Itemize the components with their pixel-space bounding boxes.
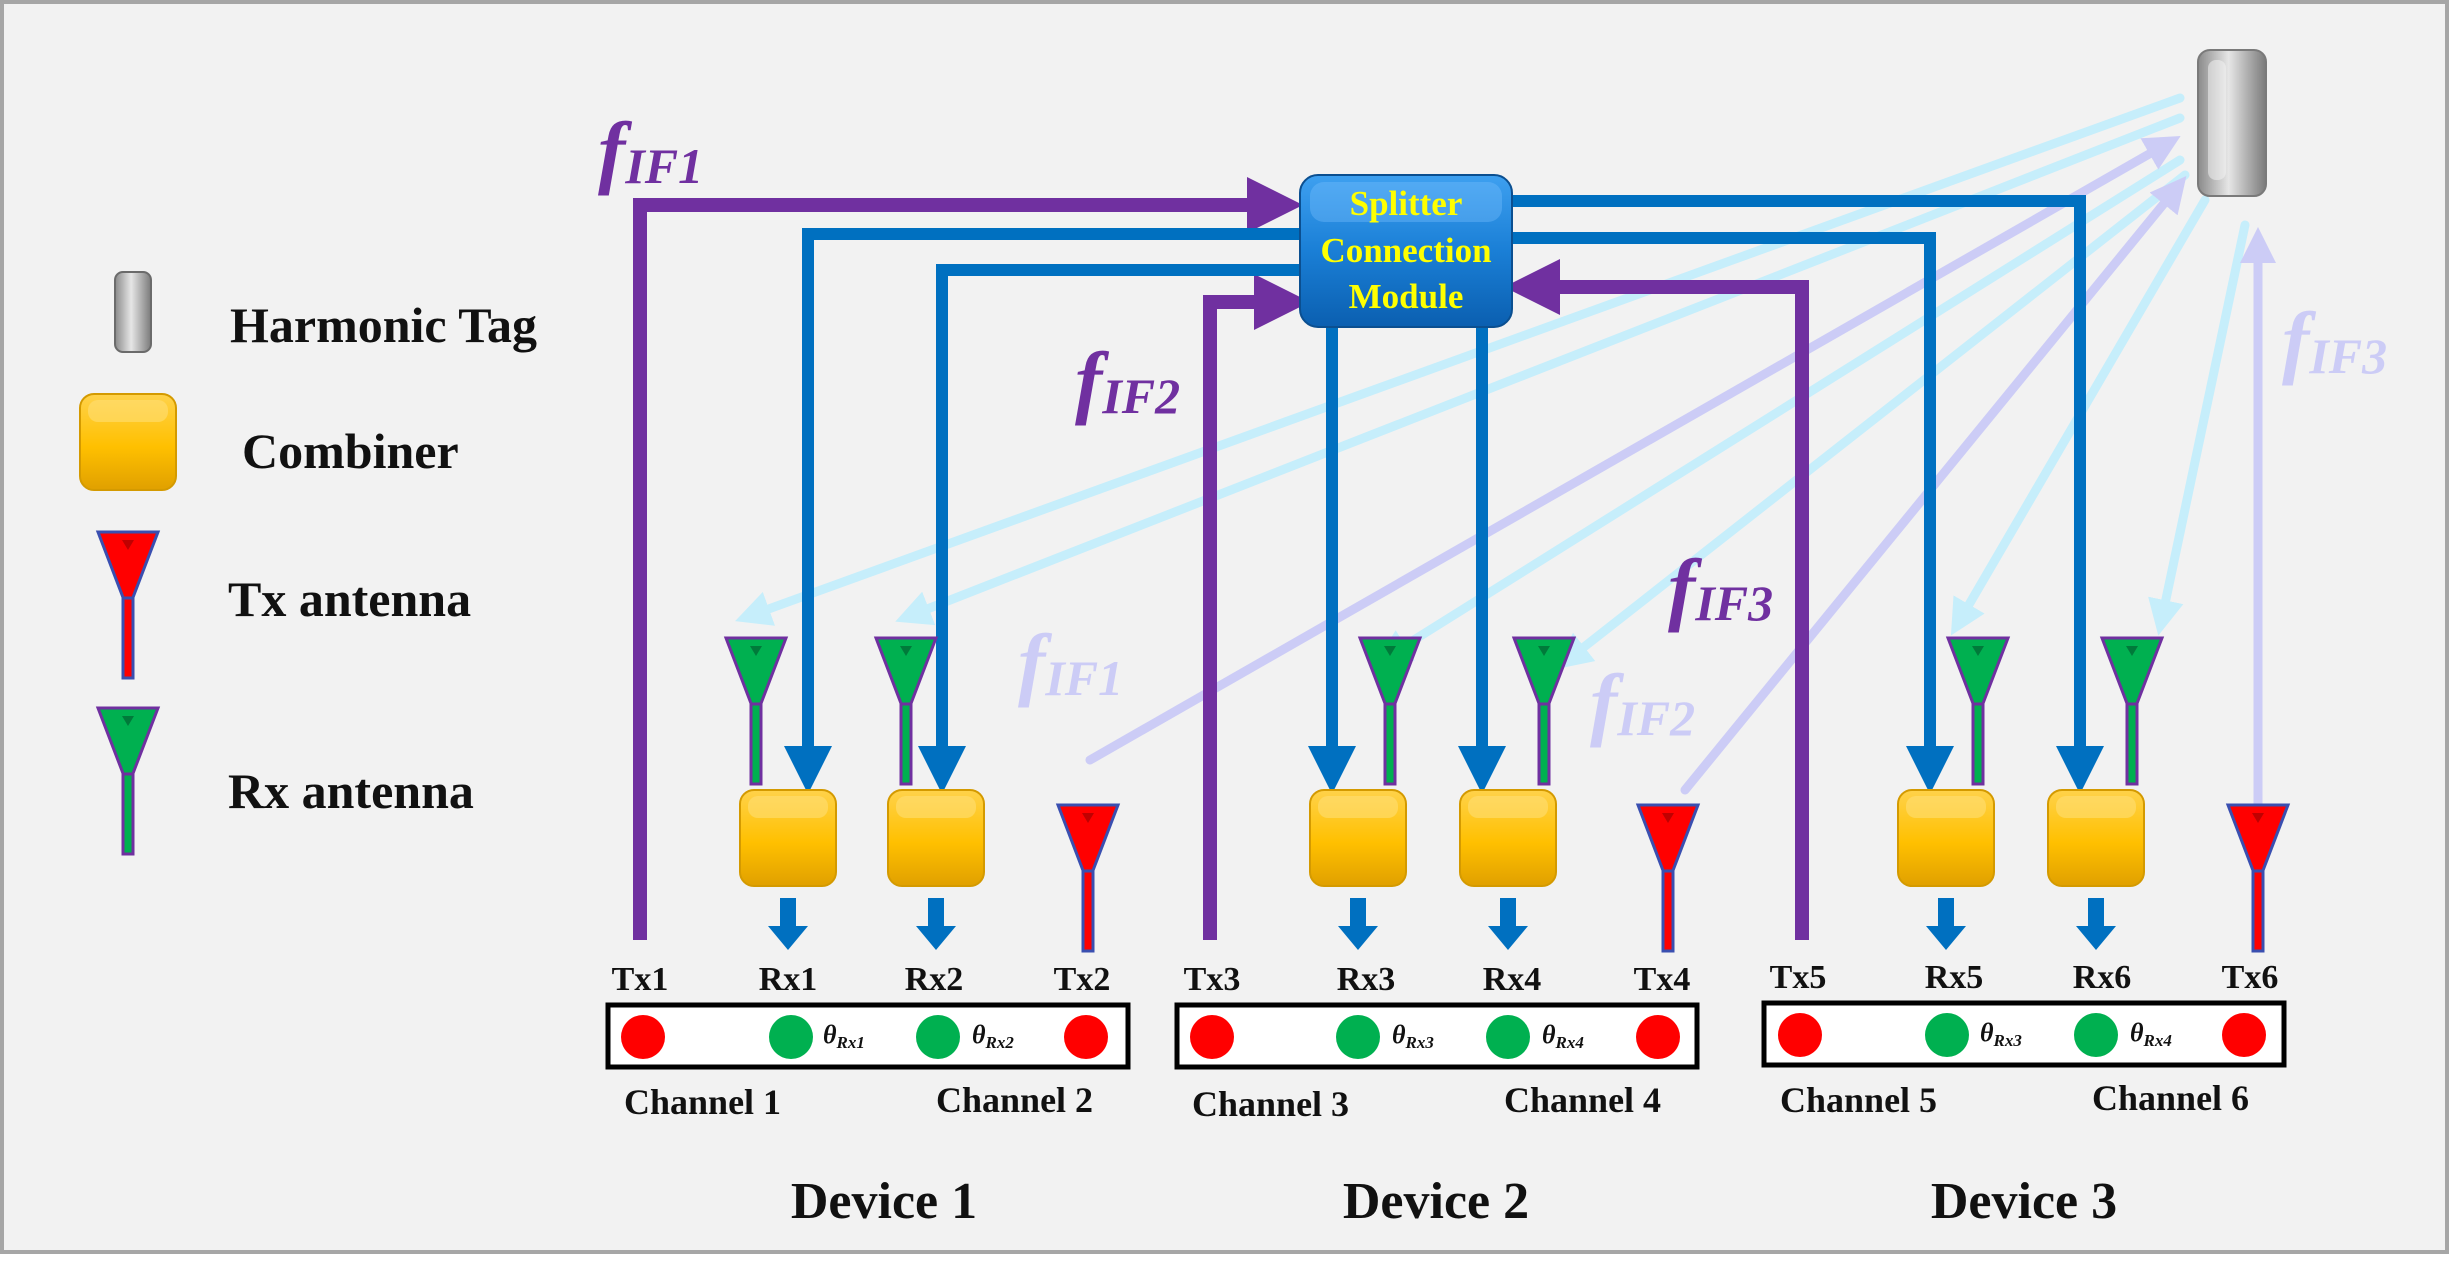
rx-indicator (769, 1015, 813, 1059)
device-3-channel-box: θRx3 θRx4 (1761, 1000, 2287, 1068)
device-label: Device 2 (1343, 1173, 1529, 1230)
port-label: Tx2 (1054, 961, 1111, 998)
device-1-channel-box: θRx1 θRx2 (605, 1002, 1131, 1070)
rx-signal-arrow (1374, 155, 2185, 665)
combiner-icon (79, 393, 177, 491)
port-label: Tx6 (2222, 959, 2279, 996)
freq-label-if1: fIF1 (598, 105, 703, 196)
port-labels: Tx1 Rx1 Rx2 Tx2 Tx3 Rx3 Rx4 Tx4 Tx5 Rx5 … (612, 959, 2279, 998)
port-label: Rx6 (2073, 959, 2132, 996)
rx1-feed-arrow (784, 228, 1300, 794)
tx-feed-lines (633, 177, 1809, 940)
channel-label: Channel 3 (1192, 1084, 1349, 1124)
tx5-feed-arrow (1504, 259, 1809, 940)
port-label: Rx2 (905, 961, 964, 998)
device-label: Device 3 (1931, 1173, 2117, 1230)
rx-indicator (1486, 1015, 1530, 1059)
rx-signal-arrow (735, 93, 2185, 626)
port-label: Rx5 (1925, 959, 1984, 996)
rx-indicator (2074, 1013, 2118, 1057)
freq-label-if2: fIF2 (1075, 335, 1180, 426)
tx-indicator (1636, 1015, 1680, 1059)
theta-label: θRx1 (823, 1020, 865, 1052)
port-label: Tx1 (612, 961, 669, 998)
device-labels: Device 1 Device 2 Device 3 (791, 1173, 2117, 1230)
harmonic-tag (2197, 49, 2267, 197)
tx-signal-arrow (1085, 136, 2181, 765)
tx-indicator (621, 1015, 665, 1059)
rx-indicator (1925, 1013, 1969, 1057)
combiner-icon (2047, 789, 2145, 887)
device-label: Device 1 (791, 1173, 977, 1230)
freq-label-if1-wireless: fIF1 (1018, 617, 1123, 708)
module-line-2: Connection (1320, 231, 1491, 270)
combiner-icon (1459, 789, 1557, 887)
device-2-channel-box: θRx3 θRx4 (1174, 1002, 1700, 1070)
channel-label: Channel 4 (1504, 1080, 1661, 1120)
port-label: Tx4 (1634, 961, 1691, 998)
channel-labels: Channel 1 Channel 2 Channel 3 Channel 4 … (624, 1078, 2249, 1124)
theta-label: θRx4 (2130, 1018, 2172, 1050)
combiner-icon (887, 789, 985, 887)
legend-combiner-label: Combiner (242, 423, 459, 479)
channel-label: Channel 1 (624, 1082, 781, 1122)
module-line-1: Splitter (1350, 184, 1463, 223)
combiner-icon (1309, 789, 1407, 887)
rx-indicator (1336, 1015, 1380, 1059)
combiner-icon (739, 789, 837, 887)
legend: Harmonic Tag Combiner Tx antenna Rx ante… (79, 271, 537, 856)
tx-indicator (1064, 1015, 1108, 1059)
legend-tx-antenna-label: Tx antenna (228, 571, 471, 627)
harmonic-tag-icon (114, 271, 152, 353)
theta-label: θRx4 (1542, 1020, 1584, 1052)
channel-label: Channel 2 (936, 1080, 1093, 1120)
channel-label: Channel 6 (2092, 1078, 2249, 1118)
legend-harmonic-tag-label: Harmonic Tag (230, 297, 537, 353)
combiner-icon (1897, 789, 1995, 887)
port-label: Tx5 (1770, 959, 1827, 996)
rx-indicator (916, 1015, 960, 1059)
frequency-labels: fIF1 fIF2 fIF3 fIF1 fIF2 fIF3 (598, 105, 2387, 748)
theta-label: θRx2 (972, 1020, 1014, 1052)
rx-signal-arrow (2148, 220, 2250, 636)
tx3-feed-arrow (1203, 274, 1310, 940)
rx6-feed-arrow (1500, 195, 2104, 794)
legend-rx-antenna-label: Rx antenna (228, 763, 474, 819)
tx-indicator (1778, 1013, 1822, 1057)
rx5-feed-arrow (1500, 232, 1954, 794)
port-label: Rx3 (1337, 961, 1396, 998)
tx-indicator (1190, 1015, 1234, 1059)
theta-label: θRx3 (1980, 1018, 2022, 1050)
tx-indicator (2222, 1013, 2266, 1057)
theta-label: θRx3 (1392, 1020, 1434, 1052)
port-label: Rx1 (759, 961, 818, 998)
port-label: Rx4 (1483, 961, 1542, 998)
rx2-feed-arrow (918, 264, 1300, 794)
module-line-3: Module (1349, 277, 1464, 316)
wireless-signals (735, 93, 2276, 815)
port-label: Tx3 (1184, 961, 1241, 998)
splitter-connection-module: Splitter Connection Module (1299, 174, 1513, 328)
channel-label: Channel 5 (1780, 1080, 1937, 1120)
tx1-feed-arrow (633, 177, 1303, 940)
rx-feed-lines (784, 195, 2104, 794)
